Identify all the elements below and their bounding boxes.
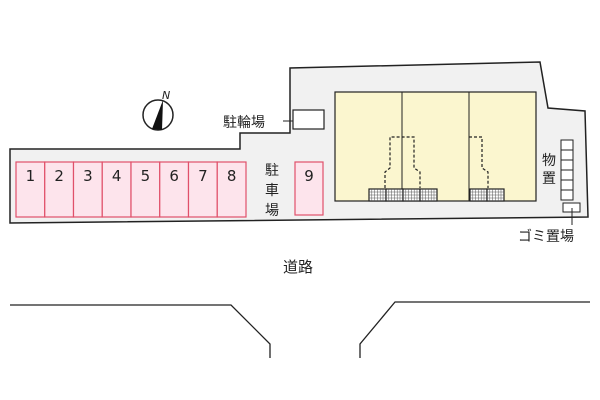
parking-space-number: 2 <box>54 167 64 185</box>
parking-space-1: 1 <box>15 161 46 218</box>
parking-space-number: 3 <box>83 167 93 185</box>
garbage-label: ゴミ置場 <box>518 228 574 245</box>
parking-space-number: 7 <box>198 167 208 185</box>
parking-label-3: 場 <box>265 203 279 219</box>
stair-icon <box>368 188 387 202</box>
parking-space-5: 5 <box>130 161 161 218</box>
parking-space-3: 3 <box>72 161 103 218</box>
parking-space-9: 9 <box>294 161 324 216</box>
stair-icon <box>402 188 421 202</box>
bicycle-parking-label: 駐輪場 <box>223 114 265 131</box>
parking-space-number: 6 <box>169 167 179 185</box>
parking-space-6: 6 <box>159 161 190 218</box>
parking-space-4: 4 <box>101 161 132 218</box>
compass-label: N <box>162 89 170 102</box>
stair-icon <box>486 188 505 202</box>
storage-shed <box>560 139 574 201</box>
parking-space-number: 9 <box>304 167 314 185</box>
parking-space-8: 8 <box>216 161 247 218</box>
parking-space-number: 1 <box>26 167 36 185</box>
parking-space-number: 5 <box>141 167 151 185</box>
road-label: 道路 <box>283 258 313 276</box>
storage-label-1: 物 <box>542 153 556 169</box>
stair-icon <box>419 188 438 202</box>
road-edge-right <box>359 301 590 358</box>
storage-label-2: 置 <box>542 171 556 187</box>
parking-label-2: 車 <box>265 182 279 199</box>
stair-icon <box>385 188 404 202</box>
parking-label-1: 駐 <box>265 163 279 179</box>
parking-space-number: 8 <box>227 167 237 185</box>
parking-space-7: 7 <box>187 161 218 218</box>
north-compass-icon: N <box>142 89 174 131</box>
bicycle-parking-area <box>292 109 325 130</box>
parking-space-number: 4 <box>112 167 122 185</box>
parking-space-2: 2 <box>44 161 75 218</box>
stair-icon <box>469 188 488 202</box>
road-edge-left <box>10 304 271 358</box>
apartment-building <box>334 91 537 202</box>
